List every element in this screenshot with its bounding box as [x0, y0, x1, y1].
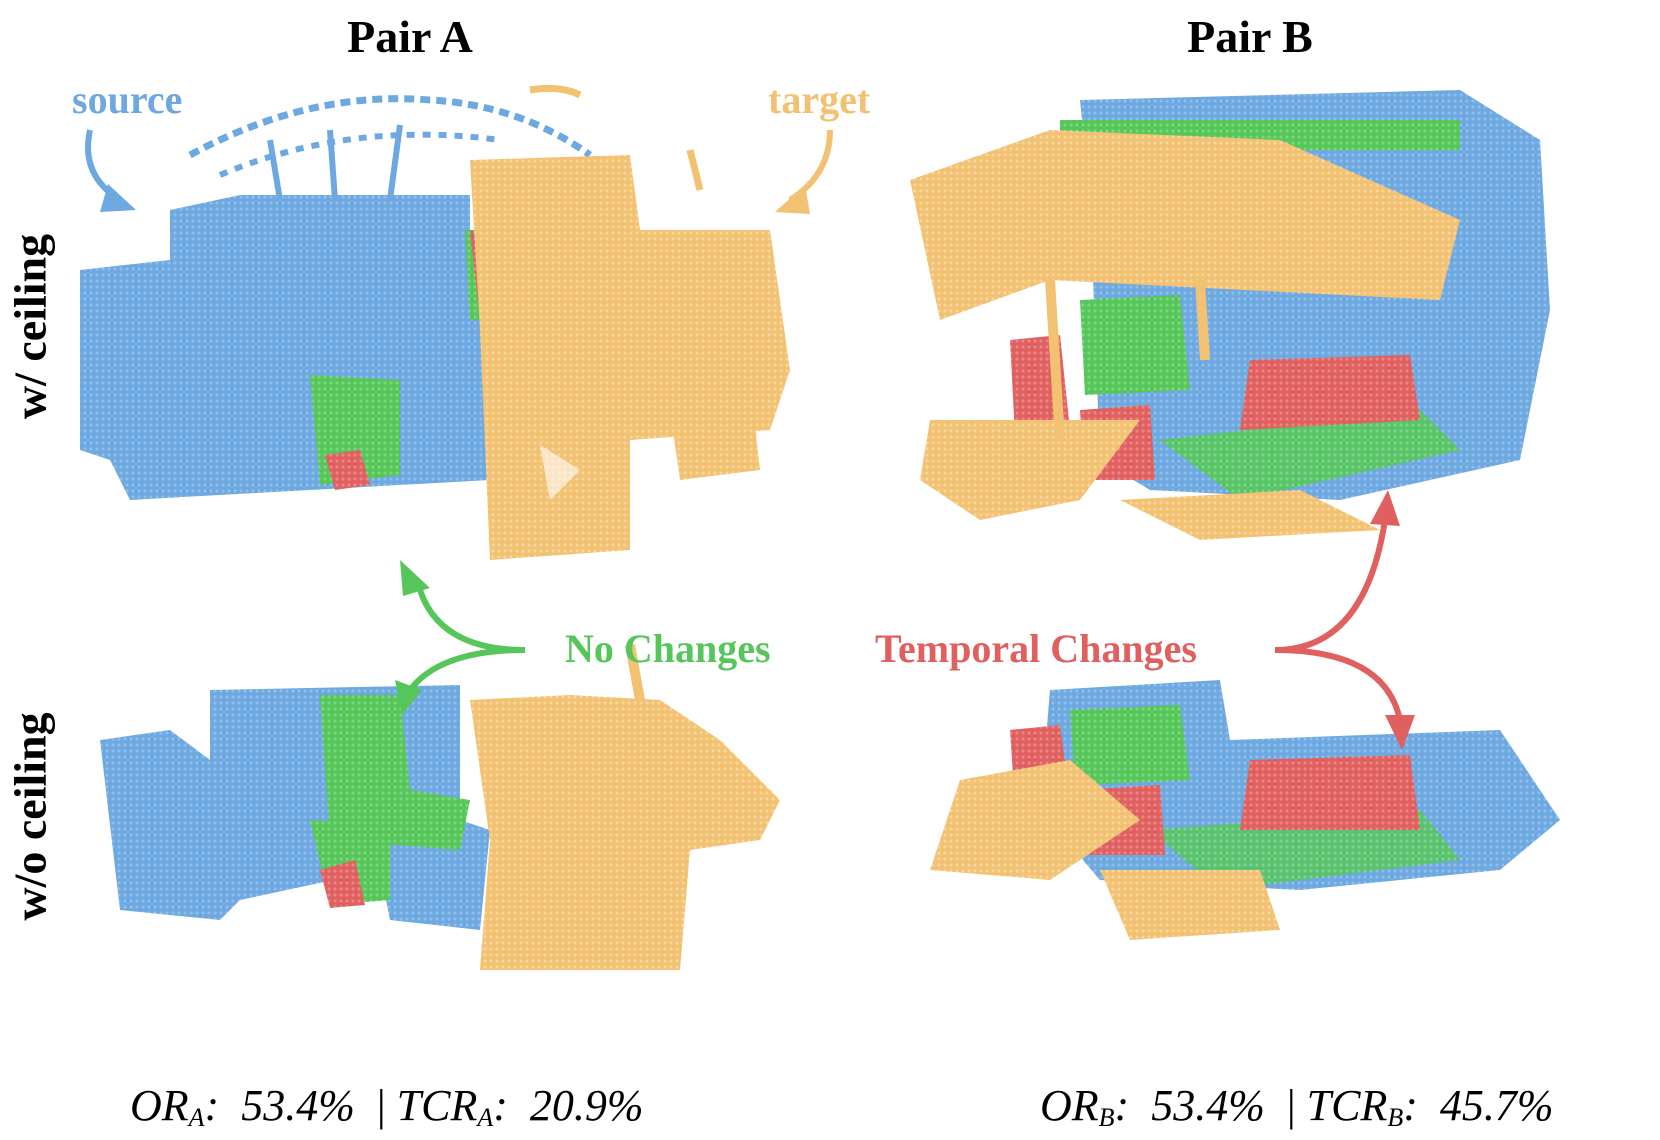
metrics-pair-a: ORA: 53.4% | TCRA: 20.9% — [130, 1081, 644, 1132]
scene-pair-b-with-ceiling — [910, 90, 1550, 540]
target-arrowhead — [775, 185, 810, 214]
source-arrowhead — [100, 184, 136, 212]
no-change-arrow-up — [417, 589, 526, 653]
temporal-arrow-up — [1274, 519, 1388, 653]
scene-pair-a-with-ceiling — [80, 84, 790, 560]
no-change-arrow-down — [407, 647, 526, 692]
source-label: source — [72, 77, 183, 122]
no-change-arrowhead-down — [395, 680, 422, 715]
scene-pair-a-without-ceiling — [100, 644, 780, 970]
metrics-pair-b: ORB: 53.4% | TCRB: 45.7% — [1040, 1081, 1554, 1132]
target-cloud-b-floor — [930, 760, 1280, 940]
temporal-changes-label: Temporal Changes — [875, 626, 1197, 671]
target-cloud-b — [910, 130, 1460, 540]
scene-pair-b-without-ceiling — [930, 680, 1560, 940]
temporal-arrowhead-down — [1385, 715, 1415, 750]
target-arrow — [788, 129, 833, 203]
pair-a-heading: Pair A — [347, 11, 473, 62]
pair-b-heading: Pair B — [1187, 11, 1313, 62]
target-label: target — [768, 77, 871, 122]
target-cloud-floor — [470, 644, 780, 970]
source-arrow — [85, 129, 122, 203]
temporal-arrow-down — [1274, 647, 1403, 721]
no-change-arrowhead-up — [400, 560, 430, 596]
temporal-arrowhead-up — [1370, 490, 1400, 526]
no-changes-label: No Changes — [565, 626, 771, 671]
no-change-b — [1060, 120, 1460, 500]
